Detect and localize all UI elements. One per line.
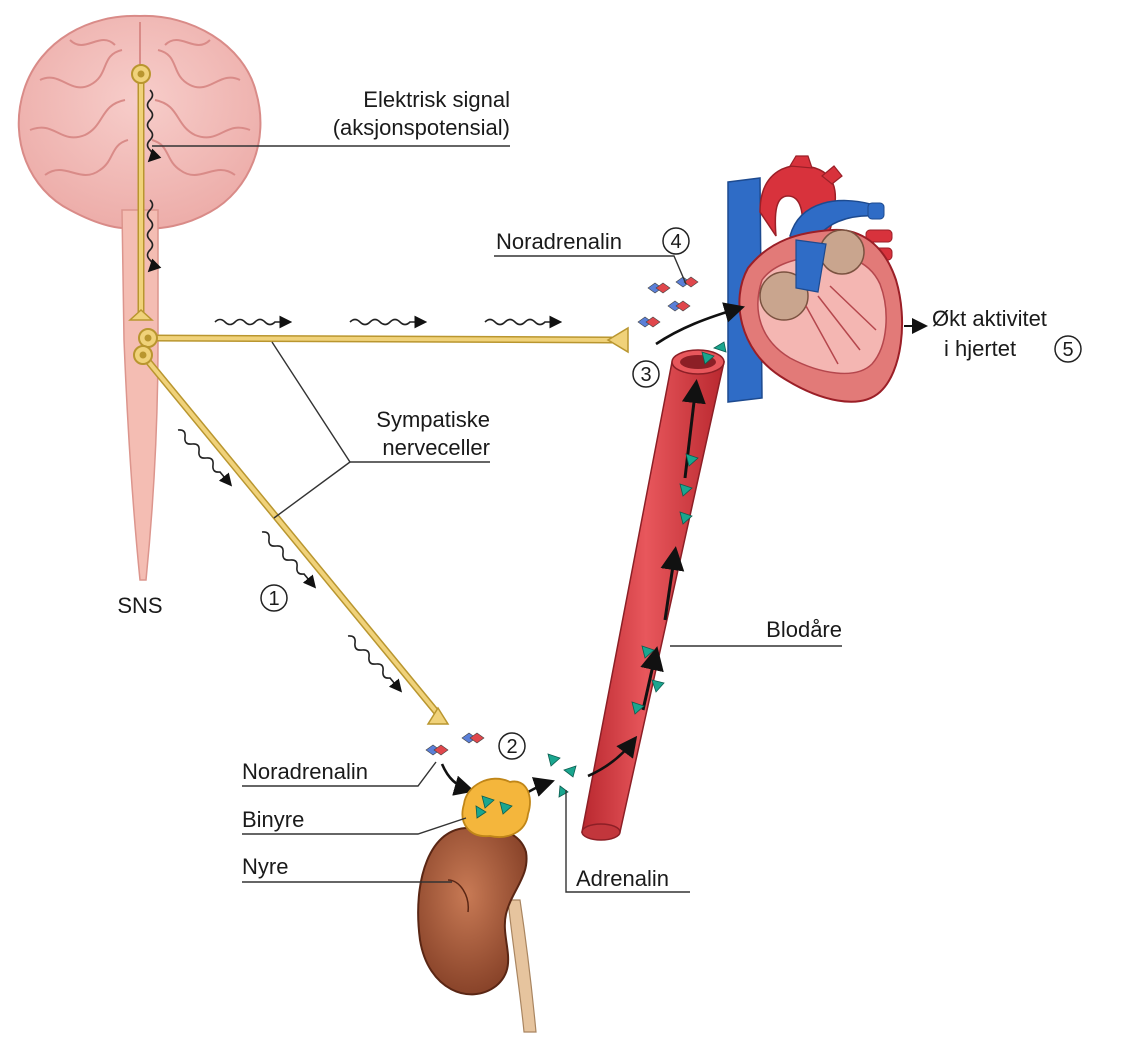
step-1-marker: 1	[260, 584, 288, 612]
noradrenalin-molecules-heart	[637, 276, 699, 328]
label-electric-signal-1: Elektrisk signal	[363, 87, 510, 112]
blood-flow-arrows	[640, 379, 706, 711]
label-noradrenalin-adrenal: Noradrenalin	[242, 759, 368, 784]
label-electric-signal-2: (aksjonspotensial)	[333, 115, 510, 140]
label-sns: SNS	[117, 593, 162, 618]
sympathetic-neuron-adrenal	[133, 345, 450, 725]
step-4-marker: 4	[662, 227, 690, 255]
step-3-marker: 3	[632, 360, 660, 388]
labels: Elektrisk signal (aksjonspotensial) Nora…	[117, 87, 1047, 891]
svg-text:5: 5	[1062, 339, 1073, 361]
label-kidney: Nyre	[242, 854, 288, 879]
leader-lines	[152, 145, 928, 893]
sympathetic-neuron-heart	[138, 326, 629, 354]
adrenaline-molecules-released	[547, 753, 577, 798]
label-increased-activity-2: i hjertet	[944, 336, 1016, 361]
spinal-cord	[121, 209, 159, 581]
label-adrenal-gland: Binyre	[242, 807, 304, 832]
adrenal-gland	[461, 777, 531, 838]
noradrenalin-molecules-adrenal	[425, 732, 485, 756]
heart	[727, 155, 904, 403]
step-markers: 1 2 3 4 5	[260, 227, 1082, 760]
central-neuron	[128, 64, 154, 321]
label-sympathetic-2: nerveceller	[382, 435, 490, 460]
label-sympathetic-1: Sympatiske	[376, 407, 490, 432]
kidney	[417, 826, 537, 1033]
action-potential-waves	[146, 89, 563, 693]
step-5-marker: 5	[1054, 335, 1082, 363]
svg-text:2: 2	[506, 736, 517, 758]
svg-text:3: 3	[640, 364, 651, 386]
svg-text:1: 1	[268, 588, 279, 610]
label-blood-vessel: Blodåre	[766, 617, 842, 642]
label-increased-activity-1: Økt aktivitet	[932, 306, 1047, 331]
step-2-marker: 2	[498, 732, 526, 760]
svg-text:4: 4	[670, 231, 681, 253]
label-noradrenalin-heart: Noradrenalin	[496, 229, 622, 254]
label-adrenaline: Adrenalin	[576, 866, 669, 891]
adrenaline-molecules-vessel	[631, 341, 727, 715]
